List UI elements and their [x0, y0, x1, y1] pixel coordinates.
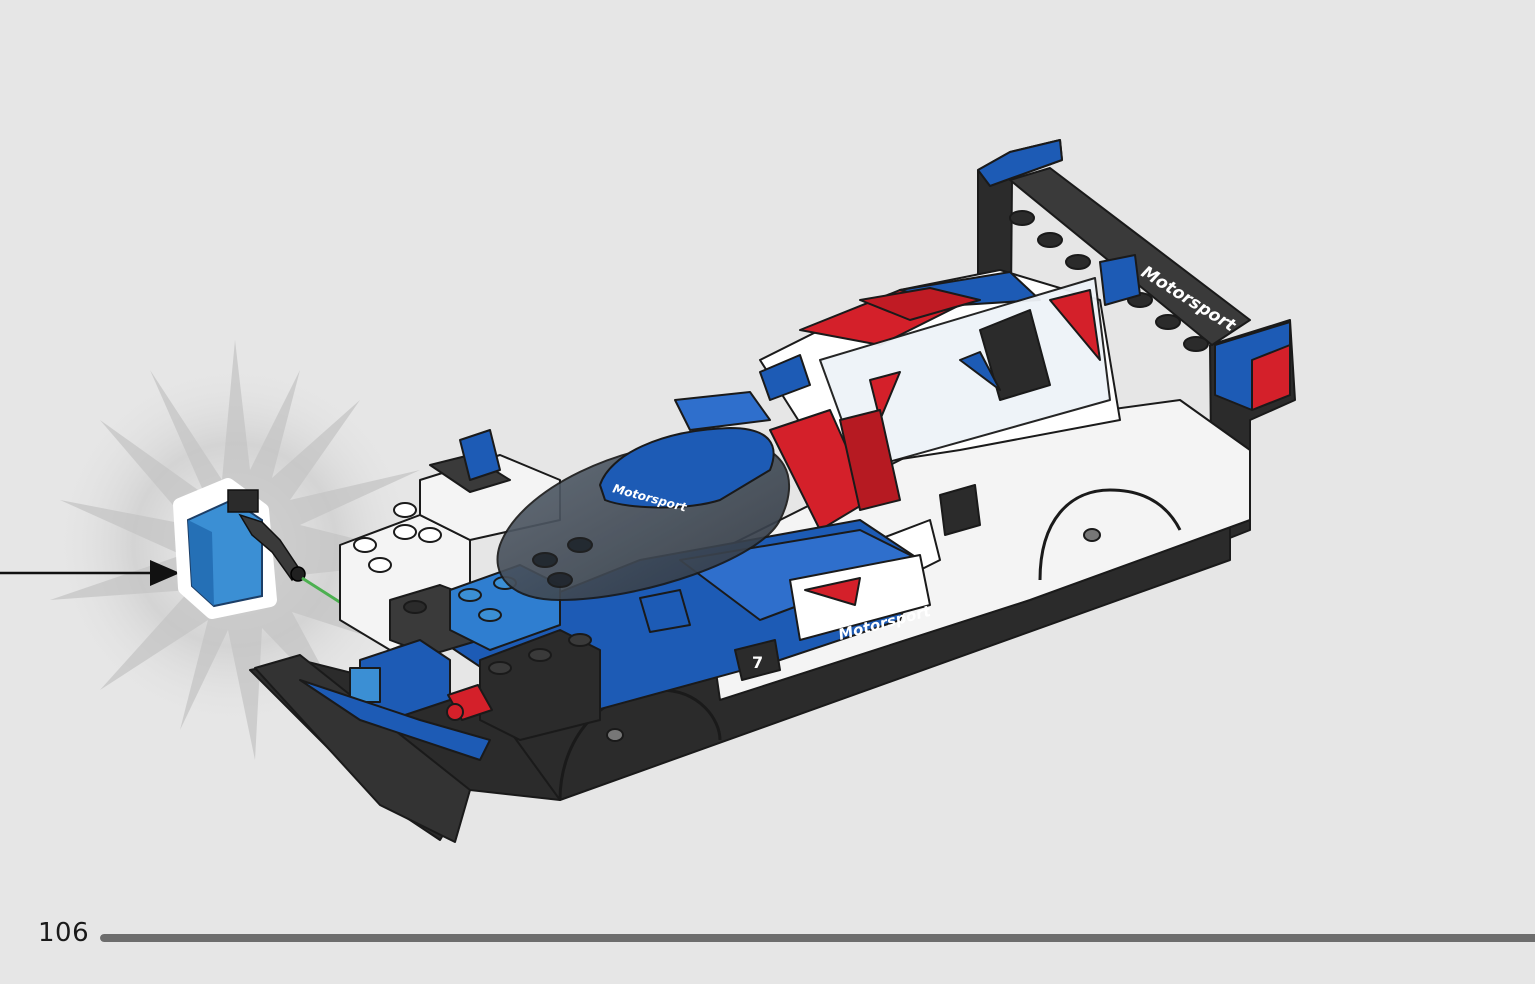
progress-bar: [100, 934, 1535, 942]
new-part-slope-brick: [173, 478, 306, 619]
placement-arrow: [0, 560, 180, 586]
page-number: 106: [38, 918, 90, 948]
race-car-model: Motorsport Motorsport: [249, 139, 1296, 843]
car-number: 7: [752, 653, 763, 672]
progress-bar-fill: [100, 934, 1535, 942]
